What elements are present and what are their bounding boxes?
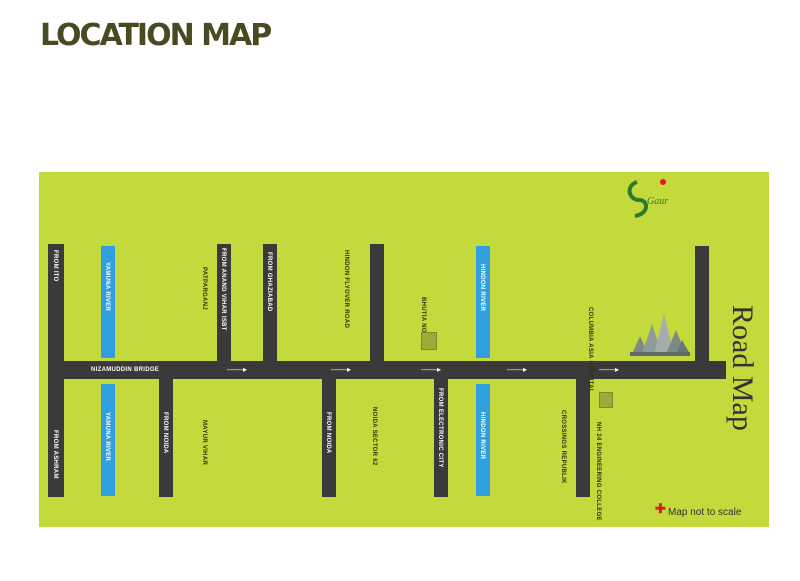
road-hindon-flyover — [370, 244, 384, 364]
arrow-right-icon: ——▸ — [507, 365, 528, 374]
label-from-ito: FROM ITO — [52, 250, 58, 282]
road-anand-vihar — [217, 244, 231, 364]
label-from-ashram: FROM ASHRAM — [52, 430, 58, 479]
scale-note: Map not to scale — [668, 507, 742, 518]
arrow-right-icon: ——▸ — [599, 365, 620, 374]
road-from-ashram — [48, 372, 64, 497]
label-nh24: NH 24 ENGINEERING COLLEGE — [595, 422, 601, 521]
label-from-ghaziabad: FROM GHAZIABAD — [266, 252, 272, 312]
road-from-ghaziabad — [263, 244, 277, 364]
project-logo-text: Gaur Greens — [647, 196, 671, 207]
yamuna-river-bottom — [101, 384, 115, 496]
red-cross-icon: ✚ — [655, 501, 666, 516]
label-patparganj: PATPARGANJ — [201, 267, 207, 311]
label-crossings-republik: CROSSINGS REPUBLIK — [560, 410, 566, 484]
label-anand-vihar: FROM ANAND VIHAR ISBT — [220, 248, 226, 331]
road-from-ito — [48, 244, 64, 372]
label-from-noida-2: FROM NOIDA — [325, 412, 331, 454]
label-yamuna-river-bottom: YAMUNA RIVER — [104, 412, 110, 462]
road-from-noida — [159, 377, 173, 497]
arrow-right-icon: ——▸ — [421, 365, 442, 374]
main-road-label: NIZAMUDDIN BRIDGE — [91, 367, 160, 373]
location-map: NIZAMUDDIN BRIDGE ——▸ ——▸ ——▸ ——▸ ——▸ FR… — [39, 172, 769, 527]
building-cluster-icon — [630, 314, 690, 356]
label-hindon-river-top: HINDON RIVER — [479, 264, 485, 312]
label-hindon-river-bottom: HINDON RIVER — [479, 412, 485, 460]
hindon-river-top — [476, 246, 490, 358]
road-from-noida-2 — [322, 377, 336, 497]
arrow-right-icon: ——▸ — [227, 365, 248, 374]
yamuna-river-top — [101, 246, 115, 358]
label-bhutia-noida: BHUTIA NOIDA — [420, 297, 426, 345]
road-map-title: Road Map — [726, 305, 759, 431]
label-electronic-city: FROM ELECTRONIC CITY — [437, 388, 443, 468]
label-yamuna-river-top: YAMUNA RIVER — [104, 262, 110, 312]
arrow-right-icon: ——▸ — [331, 365, 352, 374]
label-from-noida: FROM NOIDA — [162, 412, 168, 454]
label-hindon-flyover: HINDON FLYOVER ROAD — [343, 250, 349, 329]
road-crossings-republik — [576, 377, 590, 497]
label-columbia-asia: COLUMBIA ASIA HOSPITAL — [587, 307, 593, 393]
road-east-top — [695, 246, 709, 366]
road-electronic-city — [434, 377, 448, 497]
main-road — [54, 361, 726, 379]
marker-nh24 — [599, 392, 613, 408]
page-title: LOCATION MAP — [40, 18, 272, 53]
label-noida-sector: NOIDA SECTOR 62 — [371, 407, 377, 466]
hindon-river-bottom — [476, 384, 490, 496]
label-mayur-vihar: MAYUR VIHAR — [201, 420, 207, 466]
project-logo-icon: Gaur Greens — [627, 179, 671, 218]
marker-bhutia-noida — [421, 332, 437, 350]
